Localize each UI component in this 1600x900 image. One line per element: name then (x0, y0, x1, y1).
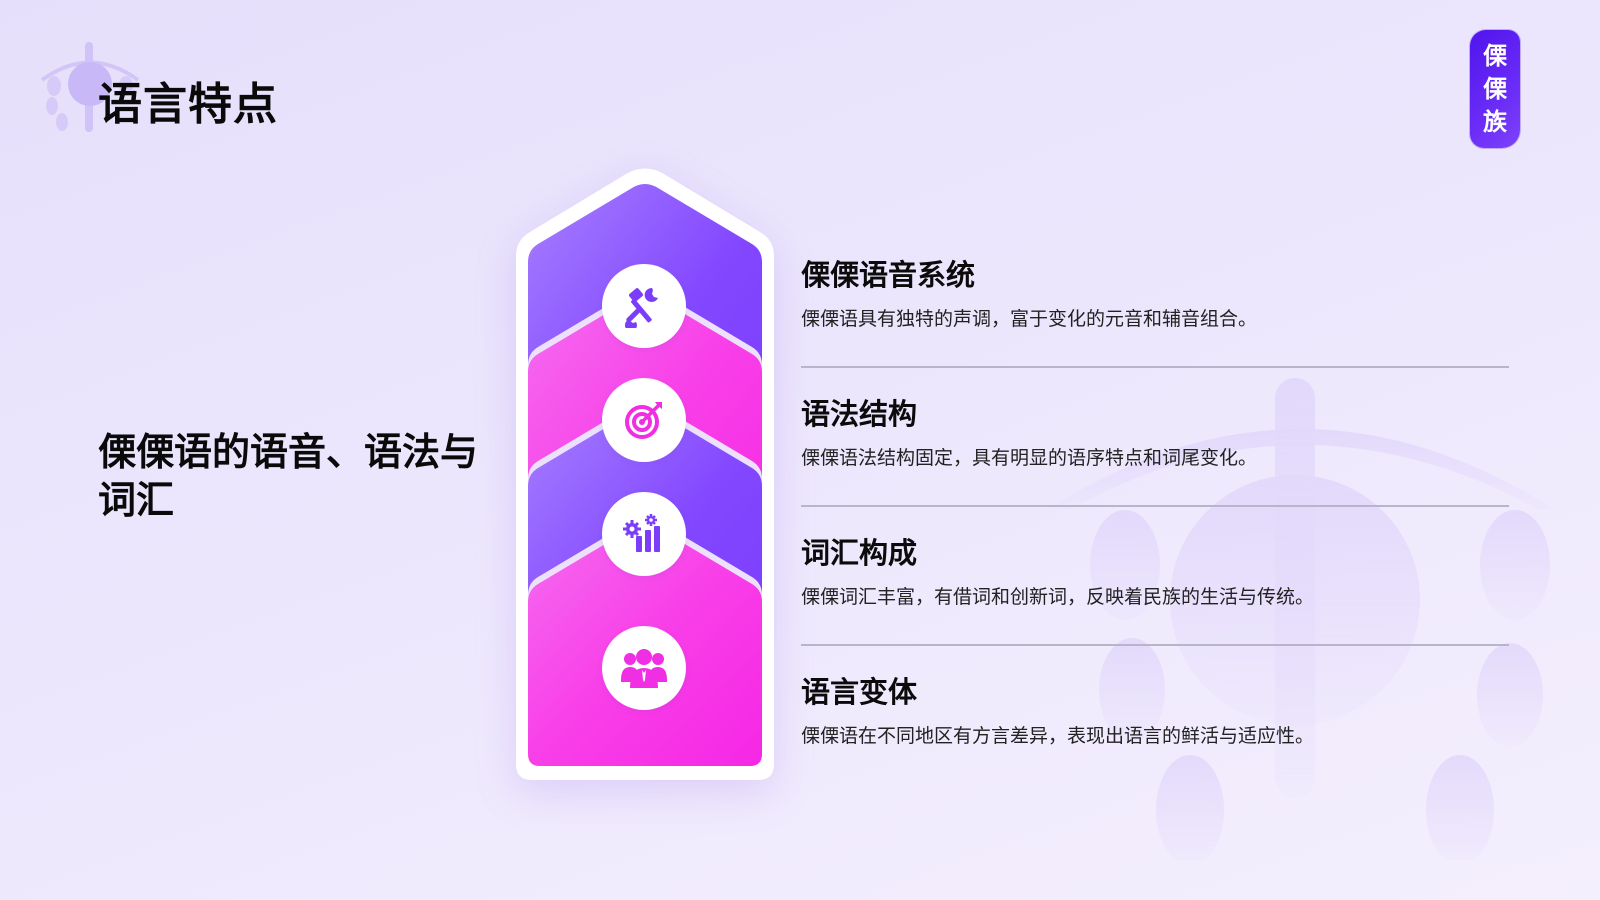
gear-chart-icon-badge (602, 492, 686, 576)
divider (801, 366, 1509, 368)
seal-char: 傈 (1483, 74, 1507, 103)
divider (801, 505, 1509, 507)
chevron-stack (516, 166, 774, 790)
feature-title: 傈傈语音系统 (801, 258, 976, 292)
divider (801, 644, 1509, 646)
tools-icon-badge (602, 264, 686, 348)
feature-description: 傈傈语具有独特的声调，富于变化的元音和辅音组合。 (801, 308, 1258, 330)
feature-title: 语言变体 (801, 675, 918, 709)
feature-description: 傈傈语在不同地区有方言差异，表现出语言的鲜活与适应性。 (801, 725, 1315, 747)
tools-icon (624, 287, 658, 328)
team-icon-badge (602, 626, 686, 710)
target-icon (625, 402, 662, 439)
feature-description: 傈傈语法结构固定，具有明显的语序特点和词尾变化。 (801, 447, 1258, 469)
feature-item-phonetics: 傈傈语音系统 傈傈语具有独特的声调，富于变化的元音和辅音组合。 (801, 250, 1509, 389)
feature-list: 傈傈语音系统 傈傈语具有独特的声调，富于变化的元音和辅音组合。 语法结构 傈傈语… (801, 250, 1509, 806)
feature-item-vocabulary: 词汇构成 傈傈词汇丰富，有借词和创新词，反映着民族的生活与传统。 (801, 528, 1509, 667)
page-title: 语言特点 (98, 79, 278, 130)
seal-badge: 傈 傈 族 (1470, 30, 1520, 148)
seal-char: 族 (1483, 107, 1507, 136)
feature-item-variants: 语言变体 傈傈语在不同地区有方言差异，表现出语言的鲜活与适应性。 (801, 667, 1509, 806)
target-icon-badge (602, 378, 686, 462)
feature-title: 词汇构成 (801, 536, 918, 570)
feature-title: 语法结构 (801, 397, 918, 431)
gear-chart-icon (623, 514, 660, 552)
seal-char: 傈 (1483, 41, 1507, 70)
team-icon (621, 649, 667, 688)
feature-description: 傈傈词汇丰富，有借词和创新词，反映着民族的生活与传统。 (801, 586, 1315, 608)
feature-item-grammar: 语法结构 傈傈语法结构固定，具有明显的语序特点和词尾变化。 (801, 389, 1509, 528)
section-subtitle: 傈傈语的语音、语法与词汇 (98, 430, 479, 522)
